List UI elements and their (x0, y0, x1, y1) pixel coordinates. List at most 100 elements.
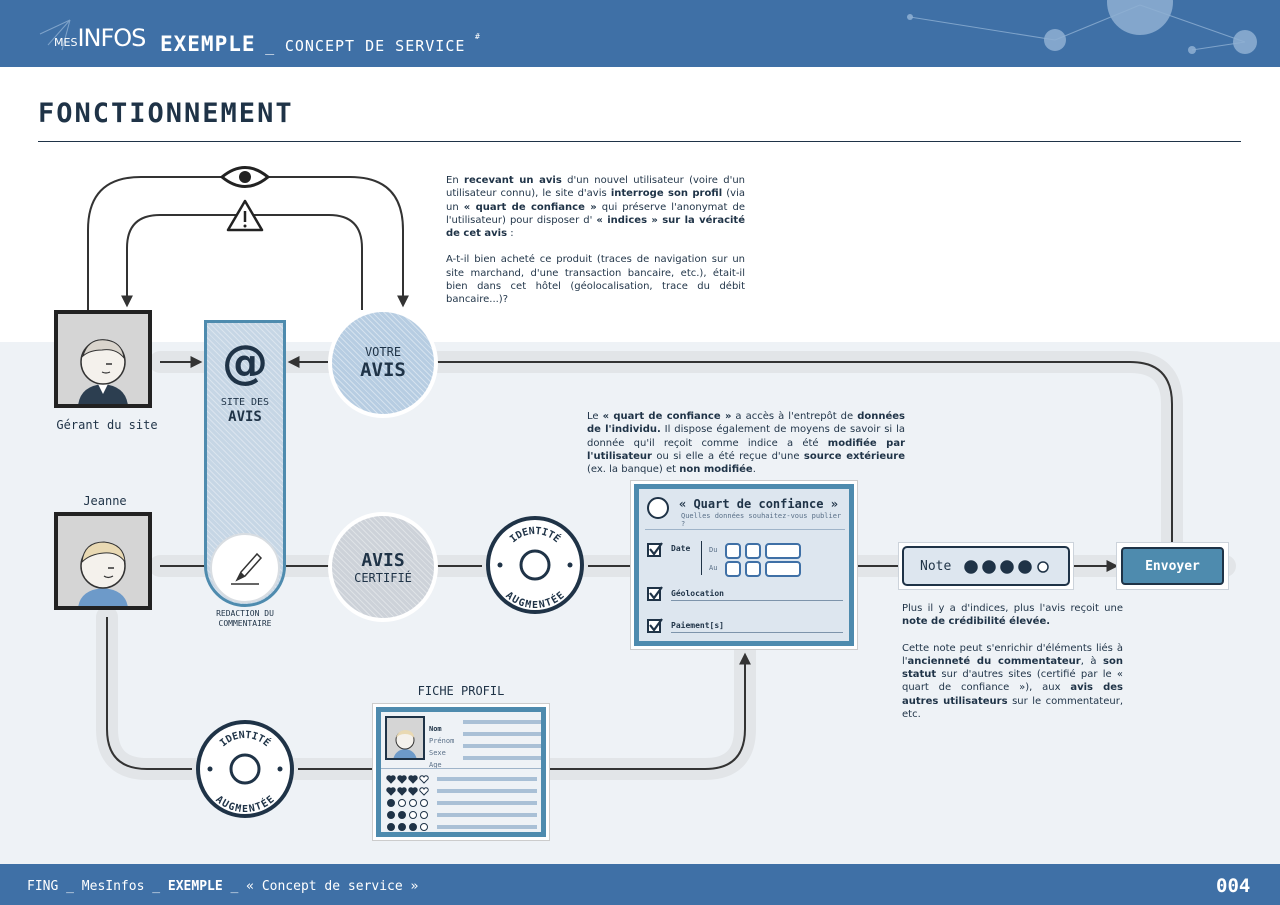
logo-big: INFOS (77, 24, 146, 52)
qn-c: a accès à l'entrepôt de (731, 411, 858, 422)
intro-p1-g: qui préserve l'anonymat de l'utilisateur… (446, 201, 745, 226)
heart-icon (408, 775, 418, 784)
checkbox-icon[interactable] (647, 541, 663, 557)
site-des-avis[interactable]: @ SITE DES AVIS (204, 320, 286, 607)
intro-p1-b: recevant un avis (464, 175, 562, 186)
qn-b: « quart de confiance » (602, 411, 732, 422)
fiche-divider (381, 768, 541, 769)
stamp2-top-text: IDENTITÉ (218, 730, 273, 749)
intro-p1-e: (via un (446, 188, 745, 213)
header-decoration (39, 0, 1257, 54)
du-month-input[interactable] (745, 543, 761, 559)
page-title: FONCTIONNEMENT (38, 98, 294, 129)
fiche-field-line (463, 744, 541, 748)
header-title-bold: EXEMPLE (160, 32, 256, 56)
geo-label: Géolocation (671, 589, 724, 598)
rating-dot (387, 811, 395, 819)
fiche-field-name: Nom (429, 725, 442, 733)
quart-note-text: Le « quart de confiance » a accès à l'en… (587, 410, 905, 476)
header-title-sep: _ (265, 37, 276, 55)
heart-icon (408, 787, 418, 796)
cred-p2-b: ancienneté du commentateur (907, 655, 1081, 667)
au-day-input[interactable] (725, 561, 741, 577)
qn-a: Le (587, 411, 603, 422)
site-line2: AVIS (228, 409, 262, 425)
site-line1: SITE DES (220, 397, 270, 408)
avis-certifie-ring: AVIS CERTIFIÉ (328, 512, 438, 622)
date-label: Date (671, 544, 691, 553)
au-year-input[interactable] (765, 561, 801, 577)
cred-p1-a: Plus il y a d'indices, plus l'avis reçoi… (902, 603, 1123, 614)
cred-p2-e: sur d'autres sites (certifié par le « qu… (902, 669, 1123, 694)
footer-text-a: FING _ MesInfos _ (27, 879, 168, 894)
logo-small: MES (54, 36, 78, 49)
at-icon: @ (222, 335, 268, 389)
note-dot (1037, 561, 1049, 573)
pay-line (671, 632, 843, 633)
note-label: Note (920, 559, 952, 574)
send-button[interactable]: Envoyer (1121, 547, 1224, 585)
heart-icon (386, 787, 396, 796)
fiche-frame: Nom Prénom Sexe Age (376, 707, 546, 837)
fiche-field-line (463, 720, 541, 724)
fiche-field-row: Sexe (429, 740, 541, 757)
checkbox-icon[interactable] (647, 585, 663, 601)
pencil-icon (231, 552, 263, 585)
fiche-field-name: Sexe (429, 749, 446, 757)
footer-bar: FING _ MesInfos _ EXEMPLE _ « Concept de… (0, 864, 1280, 905)
note-dot (964, 560, 978, 574)
votre-avis-bubble[interactable]: VOTRE AVIS (332, 312, 434, 414)
header-title-rest: CONCEPT DE SERVICE (284, 37, 466, 55)
note-field[interactable]: Note (902, 546, 1070, 586)
du-day-input[interactable] (725, 543, 741, 559)
credibility-text: Plus il y a d'indices, plus l'avis reçoi… (902, 602, 1123, 734)
qn-d: données de l'individu. (587, 411, 905, 436)
avis-certifie-bubble: AVIS CERTIFIÉ (332, 516, 434, 618)
fiche-field-line (463, 732, 541, 736)
note-dot (1018, 560, 1032, 574)
svg-text:IDENTITÉ: IDENTITÉ (508, 526, 563, 545)
pencil-button[interactable] (210, 533, 280, 603)
page-number: 004 (1216, 875, 1251, 897)
rating-bar (437, 801, 537, 805)
note-rating (964, 560, 1049, 574)
du-year-input[interactable] (765, 543, 801, 559)
cred-p2-g: sur le commentateur, etc. (902, 695, 1124, 721)
au-label: Au (709, 564, 718, 572)
eye-icon (219, 166, 271, 188)
note-dot (1000, 560, 1014, 574)
heart-icon (386, 775, 396, 784)
jeanne-avatar (54, 512, 152, 610)
fiche-card: Nom Prénom Sexe Age (372, 703, 550, 841)
header-title-mark: # (475, 32, 480, 41)
fiche-avatar-image (393, 730, 417, 758)
svg-text:AUGMENTÉE: AUGMENTÉE (213, 794, 276, 814)
cred-p2-d: son statut (902, 655, 1123, 681)
rating-bar (437, 825, 537, 829)
fiche-field-row: Nom (429, 716, 541, 733)
rating-bar (437, 777, 537, 781)
rating-dot (387, 823, 395, 831)
qn-h: source extérieure (803, 450, 905, 462)
cred-p2-c: , à (1080, 655, 1104, 667)
stamp2-bottom-text: AUGMENTÉE (213, 794, 276, 815)
quart-title: « Quart de confiance » (679, 497, 838, 511)
rating-dot (409, 799, 417, 807)
heart-icon (419, 775, 429, 784)
au-month-input[interactable] (745, 561, 761, 577)
votre-avis-line2: AVIS (360, 359, 406, 381)
intro-p2: A-t-il bien acheté ce produit (traces de… (446, 254, 745, 306)
redaction-line1: REDACTION DU (216, 609, 274, 618)
rating-dot (420, 799, 428, 807)
fiche-field-line (463, 756, 541, 760)
heart-icon (419, 787, 429, 796)
avis-certifie-line2: CERTIFIÉ (354, 570, 412, 585)
footer-text-b: EXEMPLE (167, 879, 223, 894)
cred-p2-a: Cette note peut s'enrichir d'éléments li… (902, 642, 1123, 667)
rating-dot (409, 823, 417, 831)
qn-e: Il dispose également de moyens de savoir… (587, 424, 905, 449)
qn-k: . (752, 464, 756, 476)
stamp-bottom-text: AUGMENTÉE (503, 590, 566, 611)
intro-p1-c: d'un nouvel utilisateur (voire d'un util… (446, 175, 745, 200)
checkbox-icon[interactable] (647, 617, 663, 633)
